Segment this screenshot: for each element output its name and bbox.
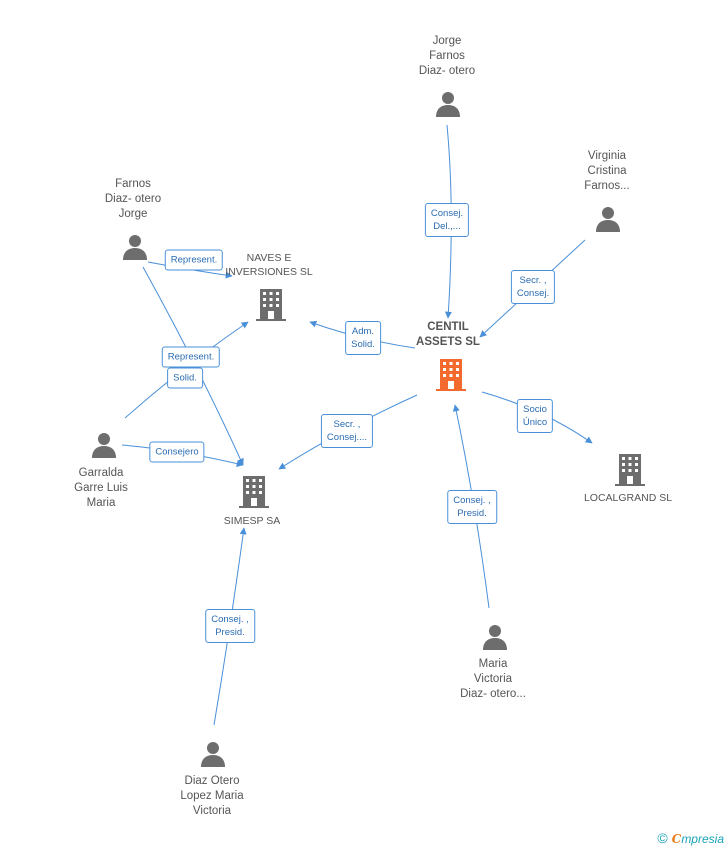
node-label-simesp[interactable]: SIMESP SA [223,515,281,527]
person-icon [436,92,460,117]
node-label-centil[interactable]: CENTIL ASSETS SL [416,321,480,348]
relation-label-centil-naves[interactable]: Adm. Solid. [345,321,381,355]
relation-label-virginia-centil[interactable]: Secr. , Consej. [510,270,556,304]
node-label-diaz-otero[interactable]: Diaz Otero Lopez Maria Victoria [180,775,244,817]
relation-label-garralda-simesp[interactable]: Consejero [149,441,205,463]
building-icon [615,454,645,486]
relation-label-jorge-centil[interactable]: Consej. Del.,... [424,203,470,237]
node-label-localgrand[interactable]: LOCALGRAND SL [583,492,673,504]
person-icon [123,235,147,260]
node-label-farnos-jorge[interactable]: Farnos Diaz- otero Jorge [104,178,162,220]
building-icon [239,476,269,508]
brand-footer[interactable]: ©Cmpresia [657,830,724,846]
relation-label-centil-localgrand[interactable]: Socio Único [516,399,554,433]
person-icon [483,625,507,650]
copyright-icon: © [657,830,668,846]
person-icon [92,433,116,458]
relation-label-garralda-naves[interactable]: Solid. [167,367,203,389]
person-icon [201,742,225,767]
relation-label-farnos-simesp[interactable]: Represent. [161,346,221,368]
person-icon [596,207,620,232]
building-icon [256,289,286,321]
relation-label-mariavictoria-centil[interactable]: Consej. , Presid. [447,490,497,524]
brand-initial: C [671,832,682,846]
node-label-virginia[interactable]: Virginia Cristina Farnos... [584,150,630,192]
building-icon-main [436,359,466,391]
node-label-naves[interactable]: NAVES E INVERSIONES SL [225,252,313,278]
node-label-jorge-farnos[interactable]: Jorge Farnos Diaz- otero [418,35,476,77]
node-label-garralda[interactable]: Garralda Garre Luis Maria [74,467,128,509]
relation-label-farnos-naves[interactable]: Represent. [164,249,224,271]
node-label-maria-victoria[interactable]: Maria Victoria Diaz- otero... [460,658,526,700]
brand-name: mpresia [681,832,724,846]
relation-label-diazotero-simesp[interactable]: Consej. , Presid. [205,609,255,643]
relation-label-centil-simesp[interactable]: Secr. , Consej.... [320,414,374,448]
